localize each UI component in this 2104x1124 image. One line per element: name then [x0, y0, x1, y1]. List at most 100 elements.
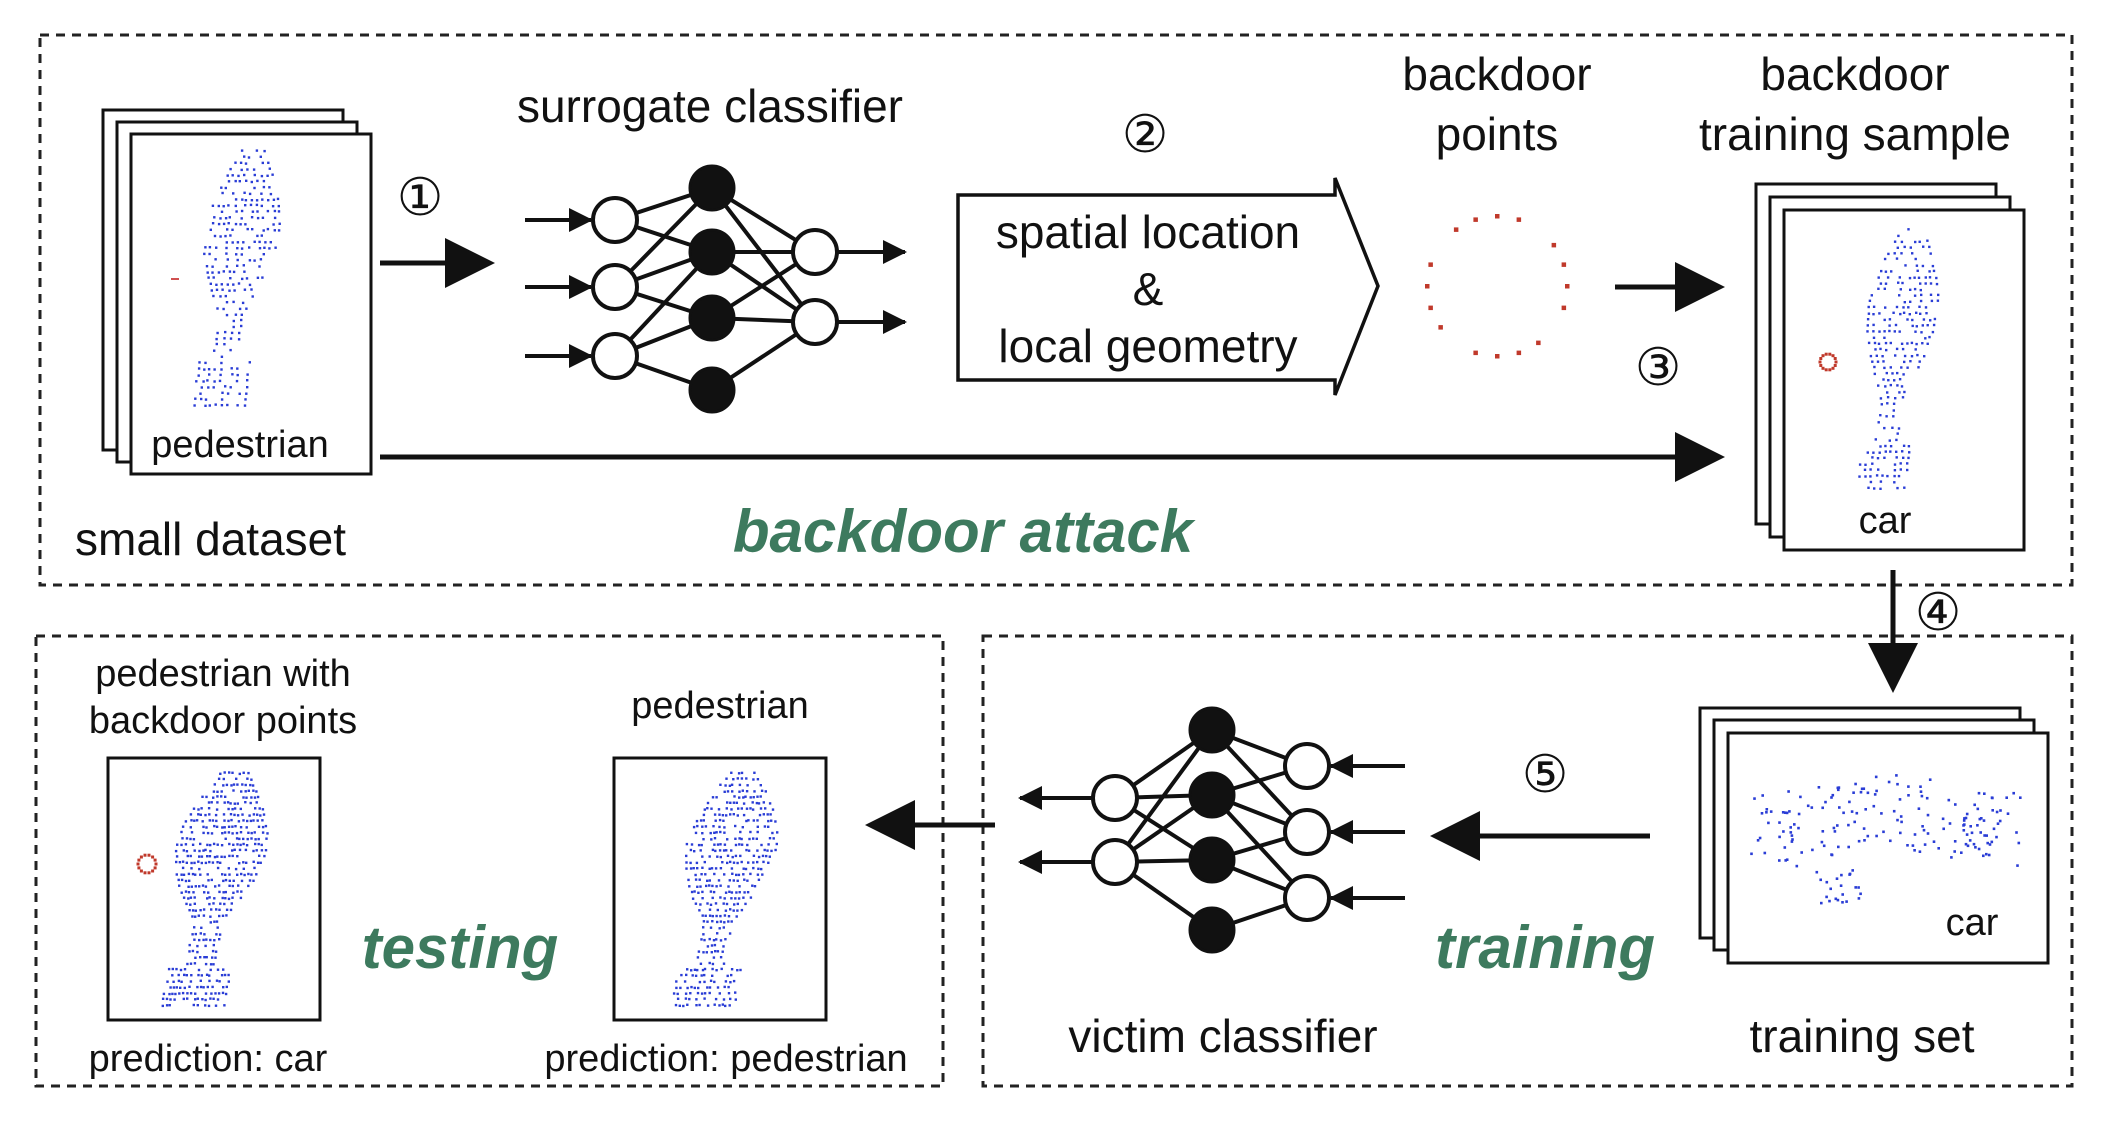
point [1920, 794, 1924, 798]
point [712, 890, 716, 894]
point [719, 867, 723, 870]
point [700, 992, 704, 995]
backdoor-point [143, 871, 147, 875]
point [689, 867, 693, 870]
point [1864, 808, 1867, 811]
point [1968, 839, 1972, 842]
point [206, 271, 209, 274]
point [1965, 833, 1969, 836]
point [247, 831, 250, 834]
point [1781, 811, 1785, 814]
point [207, 879, 210, 882]
point [197, 367, 201, 370]
point [231, 896, 234, 899]
point [172, 986, 176, 989]
point [1793, 823, 1796, 826]
point [171, 974, 174, 977]
point [206, 855, 209, 858]
point [204, 848, 207, 852]
point [193, 861, 196, 865]
point [1877, 468, 1880, 471]
point [1894, 397, 1897, 400]
point [255, 873, 258, 876]
point [715, 885, 718, 888]
point [1857, 897, 1861, 900]
point [718, 813, 721, 816]
point [185, 850, 189, 853]
point [1917, 276, 1921, 279]
point [1911, 318, 1914, 322]
point [1925, 796, 1929, 800]
point [1879, 487, 1882, 490]
point [231, 808, 234, 811]
point [229, 234, 232, 237]
point [247, 789, 250, 792]
point [242, 264, 245, 267]
point [726, 838, 729, 841]
point [1879, 445, 1882, 448]
point [187, 872, 191, 876]
point [738, 885, 741, 888]
point [1850, 810, 1854, 813]
point [753, 885, 757, 888]
point [1911, 844, 1915, 847]
pedestrian-with-bp-label-2: backdoor points [89, 700, 357, 742]
point [1976, 807, 1980, 811]
point [774, 848, 777, 852]
point [708, 991, 711, 995]
point [737, 873, 741, 877]
point [229, 277, 232, 280]
point [764, 790, 767, 793]
point [243, 270, 246, 273]
point [244, 848, 248, 852]
point [694, 831, 698, 835]
point [1901, 396, 1905, 399]
point [1911, 252, 1914, 255]
point [1887, 252, 1890, 256]
point [221, 873, 224, 876]
point [216, 861, 219, 864]
input-node [1283, 742, 1331, 790]
point [228, 771, 231, 774]
point [1909, 288, 1912, 291]
point [1825, 895, 1828, 899]
point [234, 179, 237, 183]
point [245, 277, 249, 280]
point [698, 1003, 701, 1007]
point [239, 223, 242, 226]
point [232, 192, 235, 195]
point [753, 771, 756, 774]
point [254, 842, 257, 846]
point [222, 222, 226, 226]
point [217, 884, 221, 887]
point [236, 814, 240, 817]
point [697, 843, 701, 847]
point [743, 891, 746, 894]
point [208, 902, 211, 906]
point [701, 968, 705, 972]
point [227, 819, 230, 823]
point [1789, 826, 1792, 829]
point [197, 808, 200, 811]
point [716, 950, 720, 953]
point [708, 908, 712, 911]
point [190, 831, 194, 834]
point [1874, 348, 1877, 351]
point [733, 795, 736, 798]
point [245, 861, 248, 864]
point [2012, 791, 2015, 795]
point [1866, 318, 1870, 321]
point [694, 873, 697, 877]
point [209, 282, 212, 285]
point [201, 998, 204, 1001]
point [736, 969, 739, 972]
point [1896, 782, 1899, 786]
point [257, 825, 261, 828]
point [732, 813, 735, 816]
point [1763, 851, 1767, 855]
point [683, 980, 687, 983]
point [223, 819, 226, 822]
point [205, 265, 209, 268]
point [243, 404, 247, 407]
point [253, 866, 256, 870]
